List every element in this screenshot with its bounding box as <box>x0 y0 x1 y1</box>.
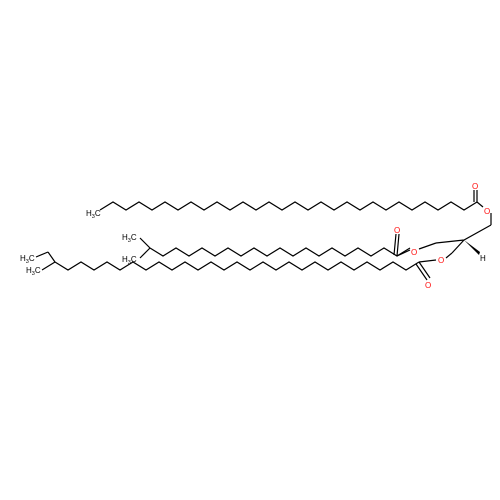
oxygen-label-ester1-double: O <box>472 182 478 191</box>
chain-1-bonds <box>99 201 478 211</box>
ch3-top-label: H3C <box>86 209 101 220</box>
iso-branch-b <box>139 247 151 259</box>
ch3-iso-a-label: H3C <box>122 233 137 244</box>
chain-3-carbonyl-bond-2 <box>415 263 428 281</box>
chain-3-ethyl <box>47 251 56 263</box>
chain-2-carbonyl-bond-2 <box>393 233 397 256</box>
oxygen-label-ester2-single: O <box>411 248 417 257</box>
chain-3-ethyl-b <box>35 251 49 258</box>
chain-3-ester-bond-b <box>445 252 453 259</box>
stereo-wedge <box>464 240 480 255</box>
oxygen-label-ester2-double: O <box>394 226 400 235</box>
iso-branch-a <box>139 237 151 249</box>
ch3-branch-label: H3C <box>26 266 41 277</box>
chain-2-bonds <box>149 247 411 257</box>
oxygen-label-ester1-single: O <box>484 207 490 216</box>
chain-1-ester-bond <box>476 201 484 208</box>
oxygen-label-ester3-double: O <box>425 281 431 290</box>
ch3-ethyl-label: H3C <box>20 254 35 265</box>
oxygen-label-ester3-single: O <box>438 256 444 265</box>
chain-3-ester-bond <box>418 259 437 263</box>
ch3-iso-b-label: H3C <box>122 255 137 266</box>
glycerol-to-o3 <box>451 239 465 254</box>
hydrogen-label-stereo: H <box>480 254 486 263</box>
chain-2-ester-bond-b <box>418 242 437 250</box>
chain-3-bonds <box>54 261 420 271</box>
chain-2-ester-bond <box>396 249 411 257</box>
chain-3-carbonyl-bond <box>418 261 431 279</box>
chain-2-carbonyl-bond <box>396 233 400 257</box>
chain-3-branch <box>41 261 56 271</box>
